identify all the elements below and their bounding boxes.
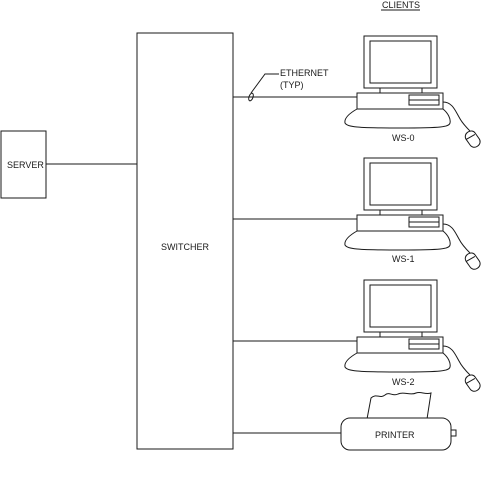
printer-label: PRINTER (375, 430, 415, 440)
workstation-label: WS-0 (392, 133, 415, 143)
workstation-ws0: WS-0 (344, 35, 483, 150)
switcher-node: SWITCHER (136, 32, 234, 450)
server-node: SERVER (0, 130, 47, 199)
ethernet-callout: ETHERNET (TYP) (248, 68, 329, 102)
workstation-ws1: WS-1 (344, 157, 483, 272)
cable-marker-icon (248, 92, 254, 102)
switcher-box (136, 32, 234, 450)
workstation-ws2: WS-2 (344, 279, 483, 394)
switcher-label: SWITCHER (161, 242, 209, 252)
printer-node: PRINTER (340, 391, 457, 451)
workstation-label: WS-2 (392, 377, 415, 387)
ethernet-label-line1: ETHERNET (280, 68, 329, 78)
workstation-label: WS-1 (392, 254, 415, 264)
callout-leader (250, 73, 279, 94)
printer-icon (340, 391, 457, 451)
clients-heading: CLIENTS (382, 0, 420, 10)
ethernet-label-line2: (TYP) (280, 80, 304, 90)
server-label: SERVER (7, 160, 44, 170)
